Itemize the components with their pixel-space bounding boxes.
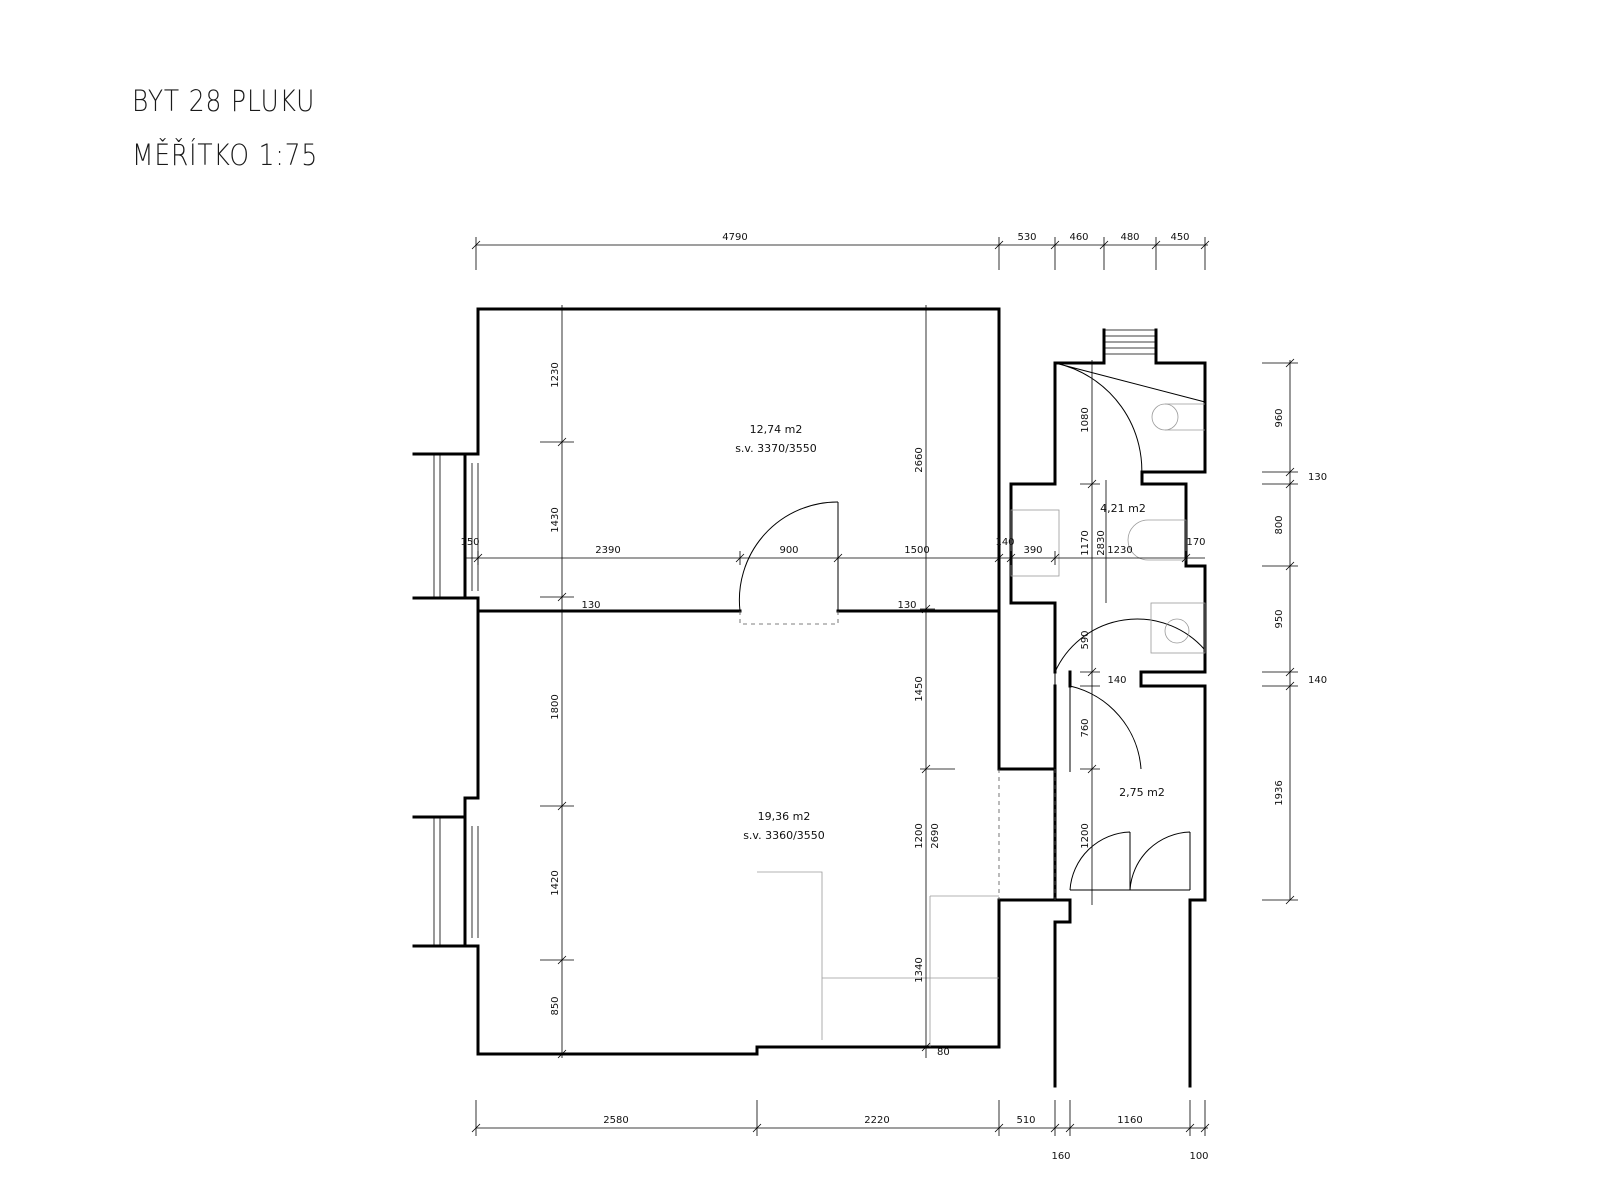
dim-mid-1: 150 (460, 537, 479, 548)
hall-opening (998, 769, 1056, 900)
dim-center-2: 1450 (914, 676, 925, 701)
dim-top-3: 460 (1069, 232, 1088, 243)
dim-bottom-small-2: 100 (1189, 1151, 1208, 1162)
dim-130-left: 130 (581, 600, 600, 611)
dim-bath-6: 760 (1080, 718, 1091, 737)
dimension-lines (465, 237, 1298, 1136)
dim-mid-7: 1230 (1107, 545, 1132, 556)
dim-top-2: 530 (1017, 232, 1036, 243)
wall-main-room-right (836, 609, 1057, 771)
dim-left-4: 1420 (550, 870, 561, 895)
door-rooms (738, 501, 839, 625)
washbasin (1127, 519, 1187, 561)
dim-mid-3: 900 (779, 545, 798, 556)
hall-area: 2,75 m2 (1119, 786, 1165, 799)
plan-title: BYT 28 PLUKU (132, 84, 316, 118)
room-top-area: 12,74 m2 (750, 423, 803, 436)
dim-bath-2: 1170 (1080, 530, 1091, 555)
bathtub (1010, 509, 1060, 577)
dim-right-3: 800 (1274, 515, 1285, 534)
dimension-labels: 4790 530 460 480 450 2580 2220 510 1160 … (460, 232, 1327, 1162)
windows (412, 329, 1156, 948)
fixtures (757, 403, 1206, 1047)
dim-mid-4: 1500 (904, 545, 929, 556)
bathroom-area: 4,21 m2 (1100, 502, 1146, 515)
dim-left-1: 1230 (550, 362, 561, 387)
room-top-height: s.v. 3370/3550 (735, 442, 817, 455)
window-bathroom (1104, 329, 1156, 355)
dim-left-5: 850 (550, 996, 561, 1015)
dim-right-2: 130 (1308, 472, 1327, 483)
room-main-area: 19,36 m2 (758, 810, 811, 823)
dim-center-5: 1340 (914, 957, 925, 982)
room-main-height: s.v. 3360/3550 (743, 829, 825, 842)
dim-center-6: 80 (937, 1047, 950, 1058)
wall-top-room (463, 307, 1001, 613)
doors (738, 362, 1206, 900)
window-top (412, 452, 479, 600)
window-bottom (412, 815, 479, 948)
dim-bottom-small-1: 160 (1051, 1151, 1070, 1162)
dim-bath-3: 2830 (1096, 530, 1107, 555)
dim-bottom-2: 2220 (864, 1115, 889, 1126)
plan-scale: MĚŘÍTKO 1:75 (132, 138, 319, 172)
door-entrance (1069, 831, 1191, 891)
door-toilet (1054, 618, 1206, 686)
dim-bottom-4: 1160 (1117, 1115, 1142, 1126)
dim-center-4: 2690 (930, 823, 941, 848)
door-bathroom (1054, 362, 1206, 485)
dim-mid-5: 140 (995, 537, 1014, 548)
dim-bath-4: 590 (1080, 630, 1091, 649)
dim-bath-1: 1080 (1080, 407, 1091, 432)
wall-bathroom (1009, 328, 1207, 1088)
sink (1150, 602, 1206, 654)
dim-center-3: 1200 (914, 823, 925, 848)
dim-mid-8: 170 (1186, 537, 1205, 548)
dim-bottom-1: 2580 (603, 1115, 628, 1126)
dim-bath-5: 140 (1107, 675, 1126, 686)
dim-right-4: 950 (1274, 609, 1285, 628)
dim-left-3: 1800 (550, 694, 561, 719)
dim-top-4: 480 (1120, 232, 1139, 243)
dim-mid-6: 390 (1023, 545, 1042, 556)
dim-left-2: 1430 (550, 507, 561, 532)
toilet (1151, 403, 1205, 431)
dim-right-1: 960 (1274, 408, 1285, 427)
door-hall (1069, 685, 1142, 772)
dim-center-1: 2660 (914, 447, 925, 472)
dim-mid-2: 2390 (595, 545, 620, 556)
dim-right-6: 1936 (1274, 780, 1285, 805)
dim-bottom-3: 510 (1016, 1115, 1035, 1126)
dim-right-5: 140 (1308, 675, 1327, 686)
dim-bath-7: 1200 (1080, 823, 1091, 848)
dim-top-5: 450 (1170, 232, 1189, 243)
walls (463, 307, 1207, 1088)
room-labels: 12,74 m2 s.v. 3370/3550 19,36 m2 s.v. 33… (735, 423, 1165, 842)
kitchen-counter (757, 871, 999, 1047)
dim-130-right: 130 (897, 600, 916, 611)
dim-top-1: 4790 (722, 232, 747, 243)
